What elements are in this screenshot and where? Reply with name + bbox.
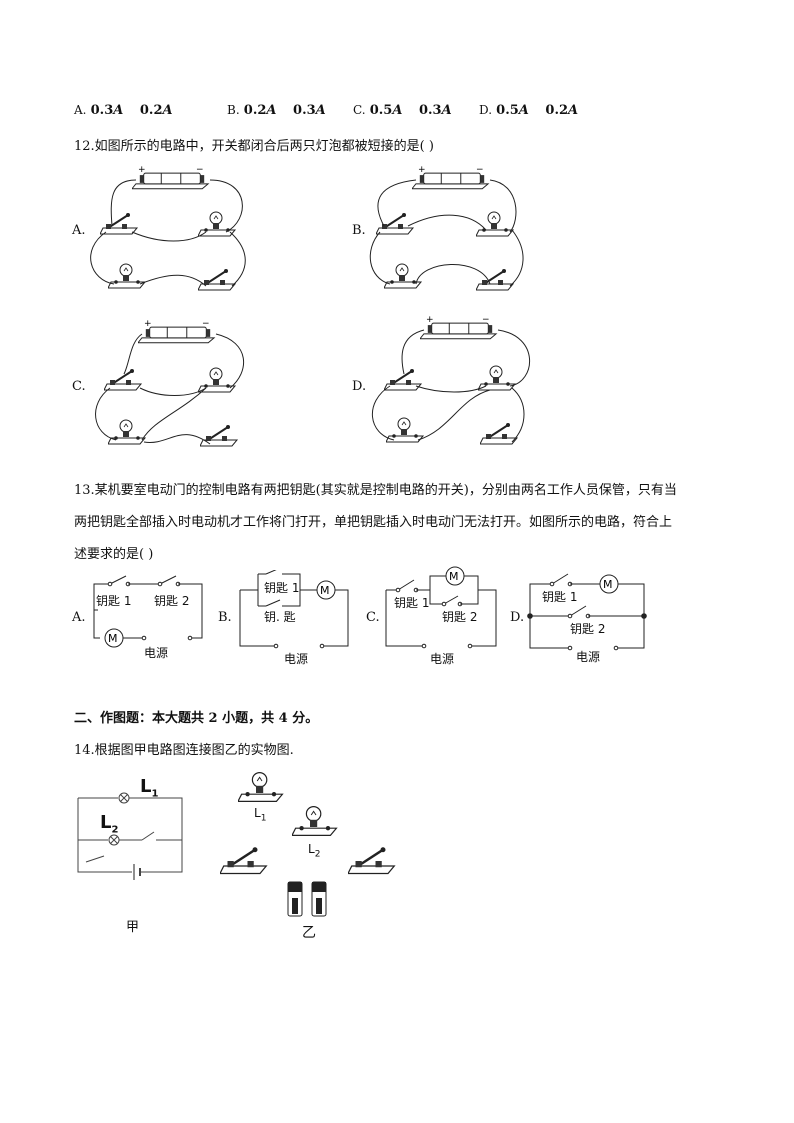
battery-icon — [132, 172, 209, 190]
q13-a-power: 电源 — [144, 646, 169, 660]
q13-stem-line1: 13.某机要室电动门的控制电路有两把钥匙(其实就是控制电路的开关)，分别由两名工… — [74, 483, 677, 498]
q13-label-b: B. — [218, 610, 232, 625]
bulb-icon — [198, 367, 236, 393]
q14-jia-label: 甲 — [126, 920, 140, 935]
q13-stem-line2: 两把钥匙全部插入时电动机才工作将门打开，单把钥匙插入时电动门无法打开。如图所示的… — [74, 515, 673, 530]
bulb-icon — [386, 417, 424, 443]
q14-yi-l2: L2 — [308, 842, 321, 860]
q14-jia-l1: L1 — [140, 776, 159, 800]
q14-figure-yi: L1 L2 乙 — [216, 766, 416, 942]
q13-d-key1: 钥匙 1 — [542, 590, 578, 604]
q13-a-key2: 钥匙 2 — [154, 594, 190, 608]
q11-option-b: B. 0.2A 0.3A — [227, 103, 326, 118]
q13-a-key1: 钥匙 1 — [96, 594, 132, 608]
bulb-icon — [108, 419, 146, 445]
q12-figure-a: A. + − — [70, 160, 260, 300]
q12-figure-c: C. + − — [70, 312, 260, 452]
q12-label-a: A. — [72, 223, 86, 238]
switch-icon — [104, 368, 142, 391]
bulb-icon — [238, 771, 284, 803]
q13-c-key1: 钥匙 1 — [394, 596, 430, 610]
switch-icon — [100, 212, 138, 235]
q13-label-d: D. — [510, 610, 525, 625]
battery-icon — [420, 322, 497, 340]
switch-icon — [198, 268, 236, 291]
q11-option-c: C. 0.5A 0.3A — [353, 103, 452, 118]
q12-figure-b: B. + − — [350, 160, 550, 300]
bulb-icon — [476, 211, 514, 237]
q13-figure-d: D. M 钥匙 1 钥匙 2 电源 — [508, 566, 658, 664]
switch-icon — [348, 846, 396, 875]
battery-cell-icon — [287, 881, 303, 917]
switch-icon — [480, 422, 518, 445]
bulb-icon — [292, 805, 338, 837]
q11-option-a: A. 0.3A 0.2A — [74, 103, 173, 118]
q13-figure-b: B. M 钥匙 1 钥. 匙 电源 — [216, 570, 356, 666]
q12-label-c: C. — [72, 379, 86, 394]
switch-icon — [376, 212, 414, 235]
q13-label-c: C. — [366, 610, 380, 625]
q14-yi-l1: L1 — [254, 806, 267, 824]
minus-sign: − — [202, 319, 210, 329]
plus-sign: + — [418, 165, 426, 175]
bulb-icon — [384, 263, 422, 289]
q13-c-key2: 钥匙 2 — [442, 610, 478, 624]
q13-figure-c: C. M 钥匙 1 钥匙 2 电源 — [362, 566, 502, 666]
q11-options: A. 0.3A 0.2A B. 0.2A 0.3A C. 0.5A 0.3A D… — [74, 103, 594, 121]
minus-sign: − — [482, 315, 490, 325]
q14-figure-jia: L1 L2 甲 — [72, 776, 192, 936]
switch-icon — [200, 424, 238, 447]
battery-icon — [138, 326, 215, 344]
q12-figure-d: D. + − — [350, 312, 550, 452]
q13-figure-a: A. M 钥匙 1 钥匙 2 电源 — [70, 570, 210, 662]
q13-d-power: 电源 — [576, 650, 601, 664]
q14-yi-label: 乙 — [302, 925, 316, 941]
q14-stem: 14.根据图甲电路图连接图乙的实物图. — [74, 743, 294, 758]
battery-icon — [412, 172, 489, 190]
q13-b-key1: 钥匙 1 — [264, 581, 300, 595]
motor-icon: M — [108, 632, 118, 645]
motor-icon: M — [603, 578, 613, 591]
minus-sign: − — [196, 165, 204, 175]
minus-sign: − — [476, 165, 484, 175]
bulb-icon — [198, 211, 236, 237]
q12-label-b: B. — [352, 223, 366, 238]
switch-icon — [220, 846, 268, 875]
motor-icon: M — [320, 584, 330, 597]
q14-jia-l2: L2 — [100, 812, 119, 836]
motor-icon: M — [449, 570, 459, 583]
q11-option-d: D. 0.5A 0.2A — [479, 103, 579, 118]
q13-b-key2: 钥. 匙 — [264, 610, 296, 624]
q13-c-power: 电源 — [430, 652, 455, 666]
q12-stem: 12.如图所示的电路中，开关都闭合后两只灯泡都被短接的是( ) — [74, 139, 434, 154]
plus-sign: + — [426, 315, 434, 325]
q13-b-power: 电源 — [284, 652, 309, 666]
battery-cell-icon — [311, 881, 327, 917]
q13-label-a: A. — [72, 610, 86, 625]
bulb-icon — [478, 365, 516, 391]
section-2-title: 二、作图题：本大题共 2 小题，共 4 分。 — [74, 711, 319, 726]
q12-label-d: D. — [352, 379, 367, 394]
plus-sign: + — [144, 319, 152, 329]
q13-stem-line3: 述要求的是( ) — [74, 547, 154, 562]
q13-d-key2: 钥匙 2 — [570, 622, 606, 636]
plus-sign: + — [138, 165, 146, 175]
